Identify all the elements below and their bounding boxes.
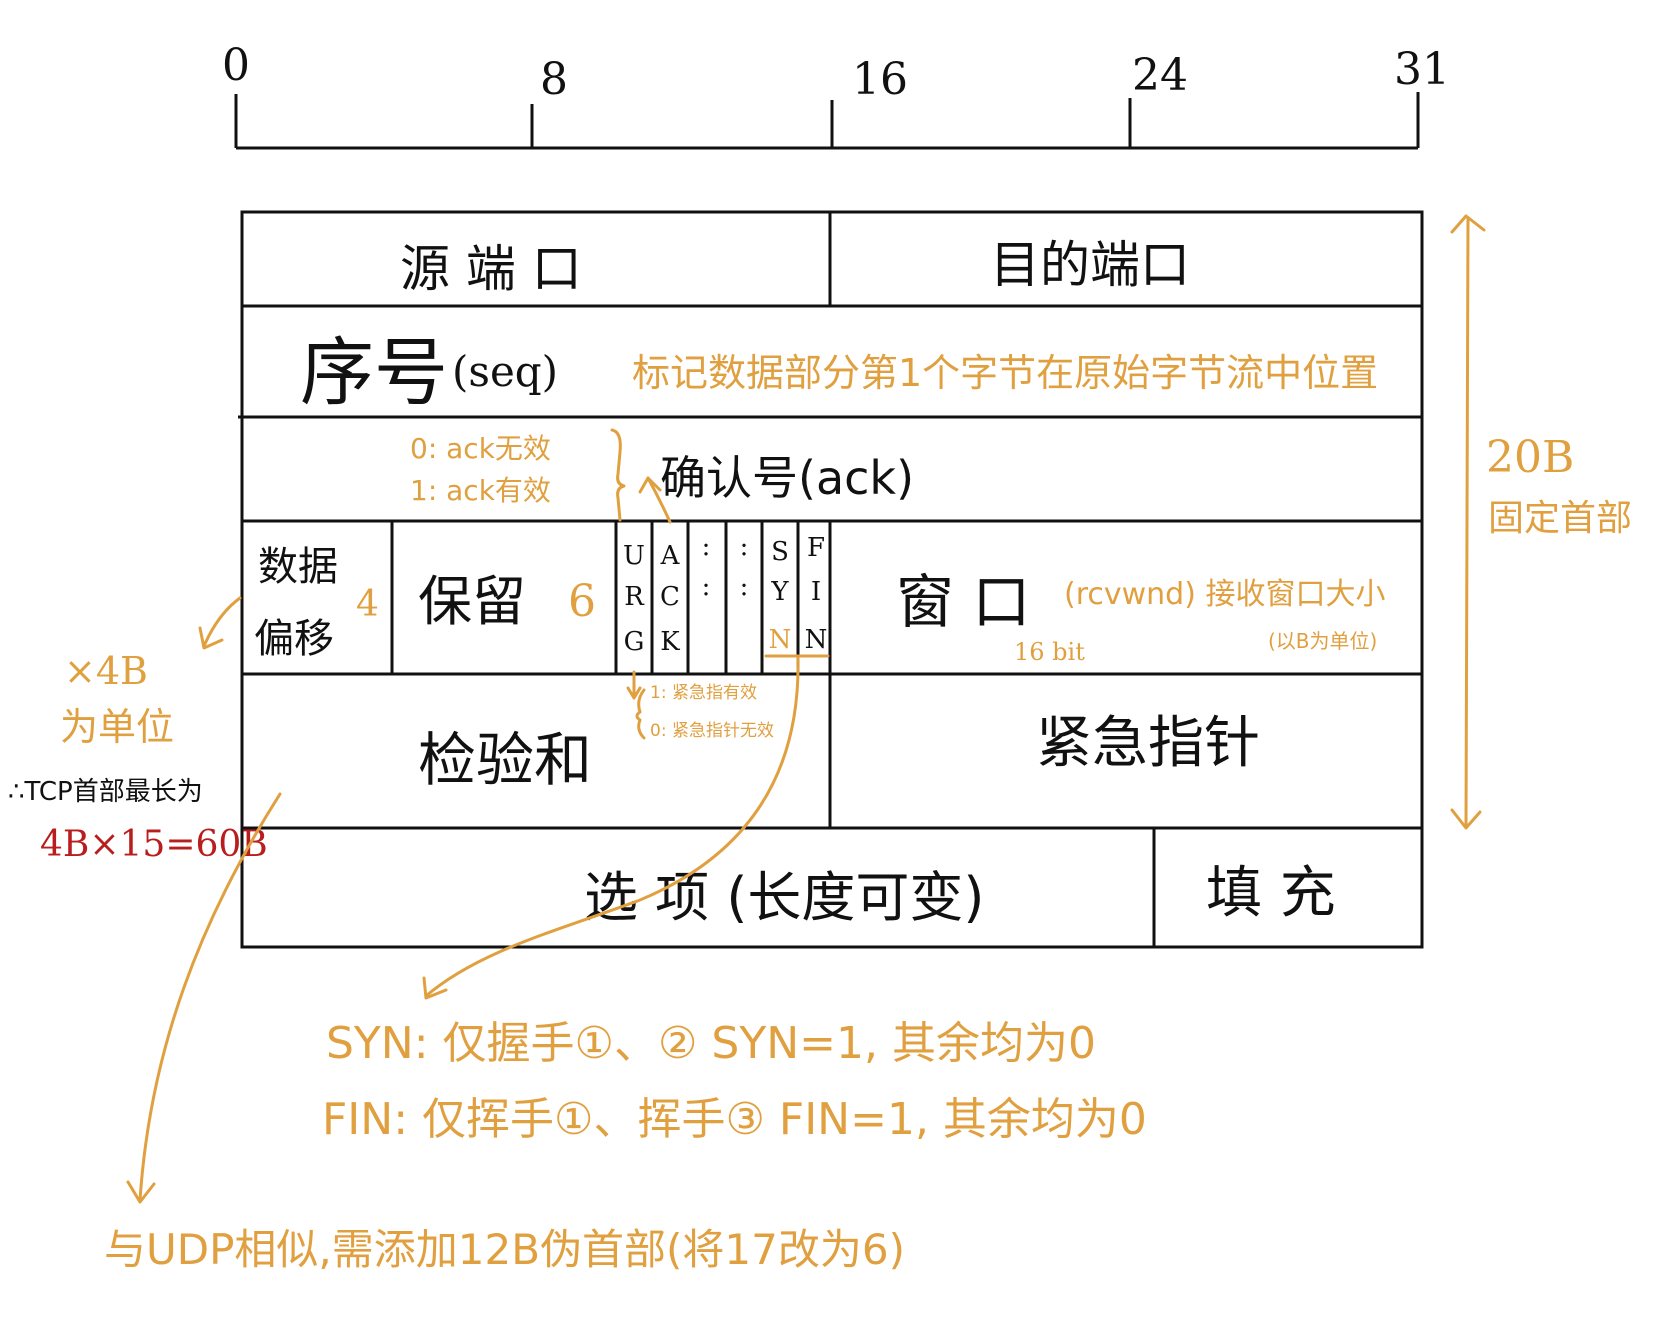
ruler-label-16: 16 <box>852 54 908 105</box>
bit-ruler <box>234 92 1420 150</box>
ruler-label-24: 24 <box>1132 50 1188 101</box>
flag-urg-r: R <box>624 582 645 612</box>
flag-ack-a: A <box>660 541 681 571</box>
fixed-header-arrow <box>1464 216 1470 828</box>
field-labels: 源 端 口 目的端口 序号 (seq) 确认号(ack) 数据 偏移 保留 窗 … <box>254 236 1336 929</box>
data-offset-label-2: 偏移 <box>254 616 334 662</box>
flag-syn-y: Y <box>770 577 789 607</box>
annotation-arrows <box>126 214 1486 1204</box>
urg-1-note: 1: 紧急指有效 <box>650 683 757 703</box>
flag-rst-2: : <box>740 572 749 602</box>
checksum-arrow-head <box>126 1180 156 1204</box>
data-offset-bits: 4 <box>356 584 379 625</box>
options-label: 选 项 (长度可变) <box>584 866 984 929</box>
sequence-number-label: 序号 <box>300 330 448 416</box>
annotations: 标记数据部分第1个字节在原始字节流中位置 0: ack无效 1: ack有效 4… <box>60 351 1632 1274</box>
fixed-size-label: 20B <box>1486 432 1574 483</box>
ack-flag-brace <box>610 428 626 522</box>
checksum-pseudo-header-note: 与UDP相似,需添加12B伪首部(将17改为6) <box>104 1225 905 1274</box>
source-port-label: 源 端 口 <box>400 240 582 298</box>
flag-ack-k: K <box>660 627 680 657</box>
ack-number-label: 确认号(ack) <box>660 451 914 505</box>
fixed-header-arrow-bottom <box>1450 808 1482 830</box>
checksum-label: 检验和 <box>418 726 592 794</box>
flag-urg-u: U <box>623 541 645 571</box>
flag-psh-2: : <box>702 572 711 602</box>
syn-fin-arrow <box>424 656 800 998</box>
flag-fin-n: N <box>805 625 828 655</box>
flag-syn-n: N <box>769 625 792 655</box>
ack-flag-arrow-head <box>638 476 662 494</box>
ruler-labels: 0 8 16 24 31 <box>222 40 1450 105</box>
reserved-label: 保留 <box>418 570 526 633</box>
syn-note: SYN: 仅握手①、② SYN=1, 其余均为0 <box>326 1018 1096 1069</box>
header-outline <box>240 210 1424 949</box>
window-note: (rcvwnd) 接收窗口大小 <box>1064 577 1385 612</box>
flag-fin-i: I <box>811 577 821 607</box>
syn-fin-arrow-head <box>422 976 448 1000</box>
dest-port-label: 目的端口 <box>990 236 1190 294</box>
flag-psh-1: : <box>702 532 711 562</box>
flag-syn-s: S <box>771 537 789 567</box>
header-grid <box>238 210 1424 949</box>
data-offset-arrow <box>202 596 242 648</box>
ack-flag-0-note: 0: ack无效 <box>410 432 551 465</box>
urg-arrow-head <box>626 686 642 700</box>
fixed-header-arrow-top <box>1450 214 1486 234</box>
padding-label: 填 充 <box>1206 861 1336 926</box>
flag-urg-g: G <box>624 627 645 657</box>
offset-unit-2: 为单位 <box>60 705 174 749</box>
ack-flag-1-note: 1: ack有效 <box>410 474 551 507</box>
offset-unit-1: ×4B <box>64 649 148 693</box>
reserved-bits: 6 <box>568 576 596 627</box>
flag-rst-1: : <box>740 532 749 562</box>
window-bits-note: 16 bit <box>1014 638 1085 666</box>
window-unit-note: (以B为单位) <box>1268 629 1377 653</box>
flag-fin-f: F <box>807 533 825 563</box>
checksum-arrow <box>138 792 282 1202</box>
ruler-label-0: 0 <box>222 40 250 91</box>
urg-brace <box>635 688 646 740</box>
urg-0-note: 0: 紧急指针无效 <box>650 721 774 741</box>
header-max-calc: 4B×15=60B <box>40 824 268 865</box>
data-offset-label-1: 数据 <box>258 544 338 590</box>
fixed-header-label: 固定首部 <box>1488 498 1632 539</box>
seq-note: 标记数据部分第1个字节在原始字节流中位置 <box>632 351 1378 395</box>
window-label: 窗 口 <box>896 568 1030 636</box>
sequence-number-paren: (seq) <box>452 347 558 396</box>
header-max-label: ∴TCP首部最长为 <box>8 777 203 807</box>
urgent-pointer-label: 紧急指针 <box>1036 711 1260 776</box>
ruler-label-8: 8 <box>540 54 568 105</box>
flag-ack-c: C <box>660 582 680 612</box>
fin-note: FIN: 仅挥手①、挥手③ FIN=1, 其余均为0 <box>322 1094 1147 1145</box>
ruler-label-31: 31 <box>1394 44 1450 95</box>
data-offset-arrow-head <box>198 626 224 650</box>
flag-letters: U R G A C K : : : : S Y N F I N <box>623 532 827 657</box>
